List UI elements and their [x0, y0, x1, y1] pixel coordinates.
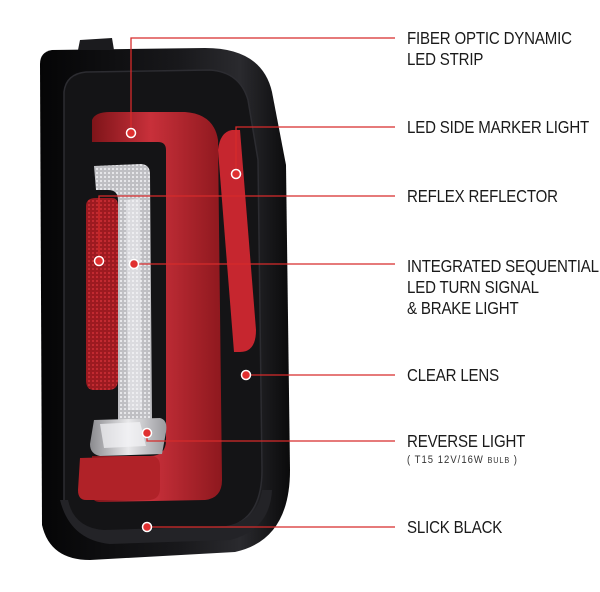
mounting-tab	[78, 38, 114, 50]
marker-dot-slick-black	[141, 521, 153, 533]
marker-dot-side-marker	[230, 168, 242, 180]
callout-text: REVERSE LIGHT	[407, 431, 526, 451]
bulb-unit-text: BULB	[487, 455, 511, 465]
marker-dot-reverse	[141, 427, 153, 439]
bulb-spec-close: )	[510, 454, 518, 466]
callout-text: FIBER OPTIC DYNAMIC	[407, 28, 572, 48]
callout-label-side-marker: LED SIDE MARKER LIGHT	[407, 117, 589, 138]
callout-text: INTEGRATED SEQUENTIAL	[407, 256, 599, 276]
callout-markers	[93, 127, 252, 533]
marker-dot-clear-lens	[240, 369, 252, 381]
callout-text: LED STRIP	[407, 49, 484, 69]
callout-label-slick-black: SLICK BLACK	[407, 517, 502, 538]
callout-line-reflex	[98, 195, 395, 261]
callout-label-clear-lens: CLEAR LENS	[407, 365, 499, 386]
marker-dot-fiber-optic	[125, 127, 137, 139]
reverse-bulb-spec: ( T15 12V/16W BULB )	[407, 453, 525, 467]
callout-text: LED TURN SIGNAL	[407, 277, 539, 297]
lower-red-band	[78, 456, 160, 500]
reflex-reflector	[86, 198, 118, 390]
marker-dot-reflex	[93, 255, 105, 267]
callout-line-side-marker	[235, 126, 395, 174]
callout-line-fiber-optic	[130, 37, 395, 133]
callout-text: SLICK BLACK	[407, 517, 503, 537]
housing-bottom-lip	[60, 490, 272, 544]
callout-text: CLEAR LENS	[407, 365, 499, 385]
callout-label-reflex: REFLEX REFLECTOR	[407, 186, 558, 207]
marker-dot-sequential	[128, 258, 140, 270]
side-marker-strip	[218, 130, 256, 352]
callout-text: LED SIDE MARKER LIGHT	[407, 117, 590, 137]
clear-lens-edge	[126, 198, 142, 410]
callout-label-sequential: INTEGRATED SEQUENTIAL LED TURN SIGNAL & …	[407, 256, 599, 319]
bulb-spec-text: ( T15 12V/16W	[407, 454, 488, 466]
fiber-optic-strip	[92, 112, 222, 502]
reverse-light-highlight	[100, 422, 146, 448]
callout-text: & BRAKE LIGHT	[407, 298, 519, 318]
callout-label-reverse: REVERSE LIGHT ( T15 12V/16W BULB )	[407, 431, 525, 467]
callout-label-fiber-optic: FIBER OPTIC DYNAMIC LED STRIP	[407, 28, 572, 70]
callout-text: REFLEX REFLECTOR	[407, 186, 558, 206]
